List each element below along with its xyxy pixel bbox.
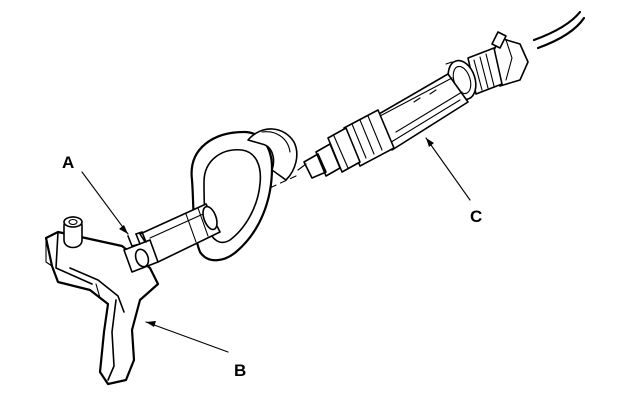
leader-line-a bbox=[81, 171, 129, 235]
bracket bbox=[44, 216, 160, 386]
cable-connector bbox=[467, 31, 529, 95]
threaded-adjuster bbox=[297, 109, 395, 179]
rubber-boot bbox=[190, 128, 298, 262]
cable bbox=[532, 10, 586, 50]
leader-line-c bbox=[425, 137, 471, 201]
inner-shaft bbox=[139, 203, 221, 263]
callout-label-b: B bbox=[234, 361, 246, 380]
callout-label-c: C bbox=[470, 207, 482, 226]
cable-sheath bbox=[371, 73, 469, 151]
leader-line-b bbox=[145, 321, 229, 353]
callout-label-a: A bbox=[62, 153, 74, 172]
spring-clip bbox=[127, 231, 147, 247]
